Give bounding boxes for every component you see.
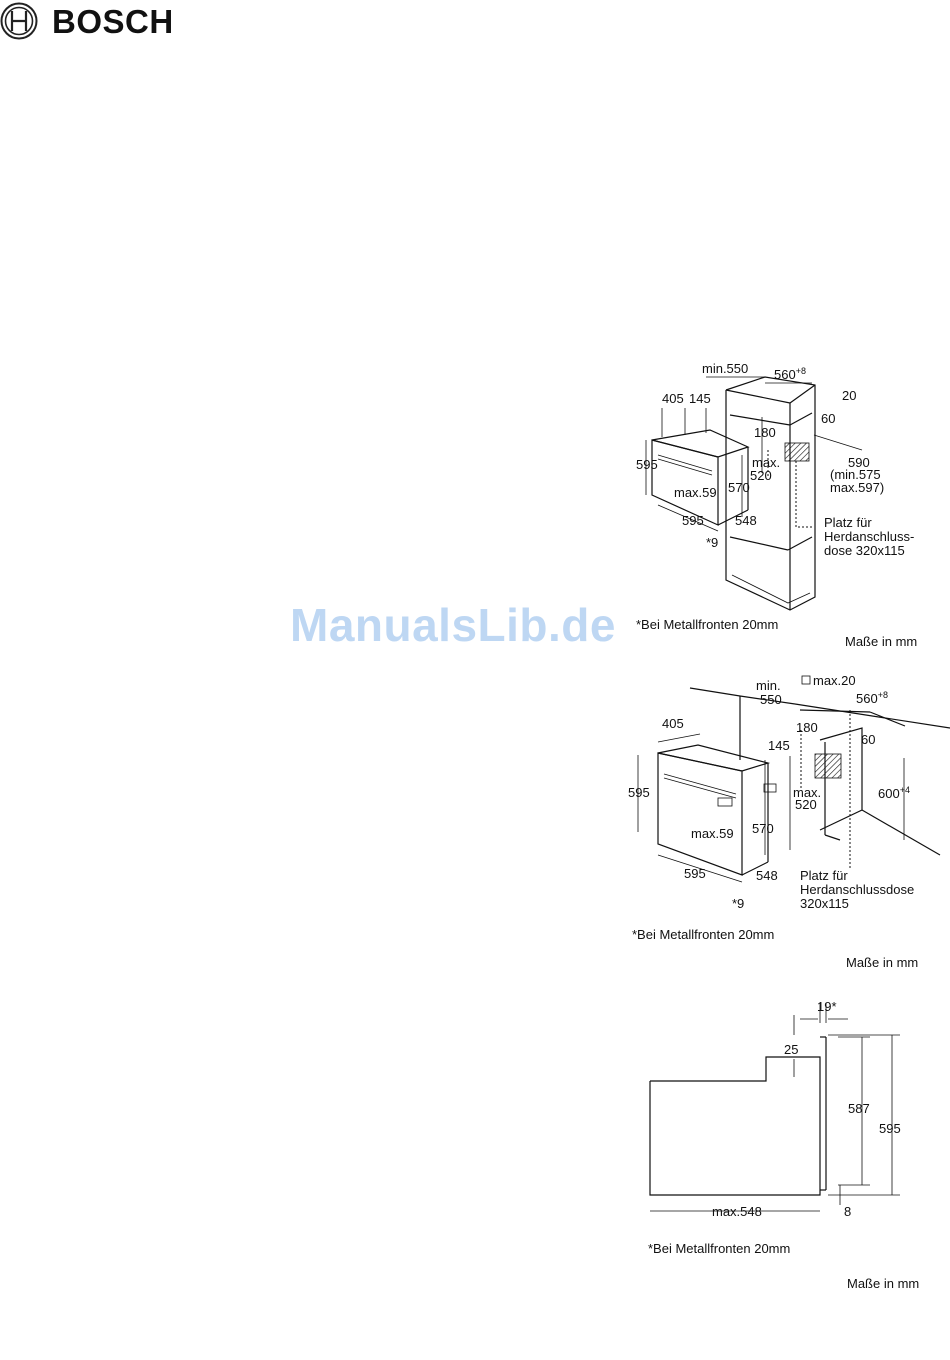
dim-20: 20	[842, 388, 856, 403]
installation-diagram-under-counter: min. 550 max.20 560+8 405 180 145 60 595…	[600, 670, 950, 970]
dimension-labels: min.550 560+8 20 405 145 180 60 595 max.…	[636, 361, 917, 649]
dim-min: min.	[756, 678, 781, 693]
dim-570: 570	[752, 821, 774, 836]
counter-outline	[689, 687, 950, 856]
dim-star9: *9	[706, 535, 718, 550]
dim-520: 520	[750, 468, 772, 483]
dim-570: 570	[728, 480, 750, 495]
installation-diagram-tall-cabinet: min.550 560+8 20 405 145 180 60 595 max.…	[600, 355, 950, 655]
dim-60: 60	[821, 411, 835, 426]
dim-145: 145	[768, 738, 790, 753]
watermark: ManualsLib.de	[290, 599, 616, 651]
oven-outline	[651, 429, 750, 526]
note-line-1: Platz für	[824, 515, 872, 530]
footnote: *Bei Metallfronten 20mm	[636, 617, 778, 632]
dim-590: 590	[848, 455, 870, 470]
oven-outline	[657, 744, 777, 876]
dimension-lines	[645, 376, 863, 532]
cabinet-outline	[725, 376, 816, 611]
dim-405: 405	[662, 391, 684, 406]
dim-max548: max.548	[712, 1204, 762, 1219]
dim-max: max.	[752, 455, 780, 470]
dim-min575: (min.575	[830, 467, 881, 482]
dim-550: 550	[760, 692, 782, 707]
brand-name: BOSCH	[52, 3, 174, 40]
bosch-logo-icon	[0, 2, 38, 40]
dim-587: 587	[848, 1101, 870, 1116]
oven-side-outline	[649, 1036, 827, 1196]
units-label: Maße in mm	[846, 955, 918, 970]
dim-25: 25	[784, 1042, 798, 1057]
units-label: Maße in mm	[847, 1276, 919, 1291]
dimension-labels: 19* 25 587 595 max.548 8 *Bei Metallfron…	[648, 999, 919, 1291]
dim-star9: *9	[732, 896, 744, 911]
dim-145: 145	[689, 391, 711, 406]
dim-h595: 595	[628, 785, 650, 800]
note-line-2: Herdanschlussdose	[800, 882, 914, 897]
note-line-3: 320x115	[800, 896, 849, 911]
dim-595: 595	[879, 1121, 901, 1136]
dim-548: 548	[735, 513, 757, 528]
note-line-1: Platz für	[800, 868, 848, 883]
side-section-drawing: 19* 25 587 595 max.548 8 *Bei Metallfron…	[648, 999, 919, 1291]
dimension-labels: min. 550 max.20 560+8 405 180 145 60 595…	[628, 673, 918, 970]
dim-max597: max.597)	[830, 480, 884, 495]
footnote: *Bei Metallfronten 20mm	[648, 1241, 790, 1256]
footnote: *Bei Metallfronten 20mm	[632, 927, 774, 942]
note-line-3: dose 320x115	[824, 543, 905, 558]
note-line-2: Herdanschluss-	[824, 529, 914, 544]
dim-max59: max.59	[674, 485, 717, 500]
tall-cabinet-drawing: min.550 560+8 20 405 145 180 60 595 max.…	[636, 361, 917, 649]
dim-548: 548	[756, 868, 778, 883]
dim-19: 19*	[817, 999, 837, 1014]
dim-60: 60	[861, 732, 875, 747]
dim-405: 405	[662, 716, 684, 731]
dim-180: 180	[754, 425, 776, 440]
dim-600: 600+4	[878, 785, 910, 801]
units-label: Maße in mm	[845, 634, 917, 649]
dim-max: max.	[793, 785, 821, 800]
dim-min550: min.550	[702, 361, 748, 376]
brand-header: BOSCH	[0, 0, 178, 44]
dim-180: 180	[796, 720, 818, 735]
under-counter-drawing: min. 550 max.20 560+8 405 180 145 60 595…	[628, 673, 950, 970]
dimension-lines	[650, 1003, 900, 1212]
dim-560: 560+8	[856, 690, 888, 706]
dim-w595: 595	[684, 866, 706, 881]
dim-560: 560+8	[774, 366, 806, 382]
dim-h595: 595	[636, 457, 658, 472]
dim-max20: max.20	[813, 673, 856, 688]
dim-max59: max.59	[691, 826, 734, 841]
dim-8: 8	[844, 1204, 851, 1219]
installation-diagram-side-section: 19* 25 587 595 max.548 8 *Bei Metallfron…	[600, 995, 950, 1295]
dimension-lines	[637, 675, 905, 883]
dim-520: 520	[795, 797, 817, 812]
dim-w595: 595	[682, 513, 704, 528]
